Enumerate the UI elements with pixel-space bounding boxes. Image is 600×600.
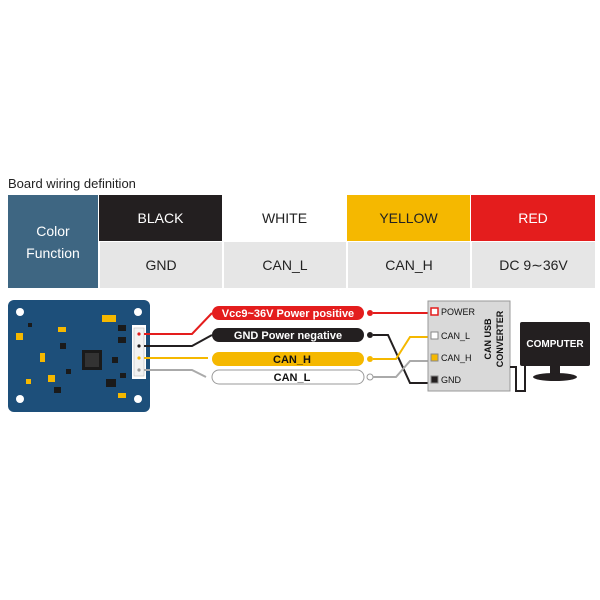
- function-cell-can-l: CAN_L: [223, 242, 346, 288]
- function-cell-gnd: GND: [99, 242, 222, 288]
- computer-icon: COMPUTER: [520, 322, 590, 381]
- color-cell-yellow: YELLOW: [347, 195, 470, 241]
- wires-left: [144, 312, 213, 378]
- converter-pin-can-h: CAN_H: [441, 353, 472, 363]
- wire-canh: CAN_H: [212, 352, 373, 366]
- circuit-board: [8, 300, 150, 412]
- wires-right: [373, 312, 434, 384]
- color-cell-black: BLACK: [99, 195, 222, 241]
- wire-gnd: GND Power negative: [212, 328, 373, 342]
- usb-cable: [510, 357, 526, 392]
- color-cell-red: RED: [471, 195, 595, 241]
- wire-label-canl: CAN_L: [274, 372, 311, 384]
- computer-label: COMPUTER: [526, 339, 584, 350]
- converter-pin-power: POWER: [441, 307, 476, 317]
- wire-label-canh: CAN_H: [273, 354, 311, 366]
- wiring-diagram: Vcc9~36V Power positive GND Power negati…: [8, 300, 590, 412]
- wire-label-gnd: GND Power negative: [234, 330, 342, 342]
- converter-pin-can-l: CAN_L: [441, 331, 470, 341]
- wiring-definition-table: Color Function BLACK WHITE YELLOW RED GN…: [8, 195, 595, 288]
- converter-pin-gnd: GND: [441, 375, 462, 385]
- function-cell-power: DC 9∼36V: [471, 242, 595, 288]
- table-header-cell: Color Function: [8, 195, 98, 288]
- header-function-label: Function: [26, 244, 80, 261]
- wire-canl: CAN_L: [211, 369, 374, 385]
- converter-title-line1: CAN USB: [483, 318, 493, 360]
- color-cell-white: WHITE: [223, 195, 346, 241]
- function-cell-can-h: CAN_H: [347, 242, 470, 288]
- section-title: Board wiring definition: [8, 176, 136, 191]
- wire-power: Vcc9~36V Power positive: [212, 306, 373, 320]
- converter-title-line2: CONVERTER: [495, 310, 505, 367]
- wire-label-power: Vcc9~36V Power positive: [222, 308, 354, 320]
- header-color-label: Color: [36, 222, 70, 239]
- can-usb-converter: POWER CAN_L CAN_H GND CAN USB CONVERTER: [427, 300, 511, 392]
